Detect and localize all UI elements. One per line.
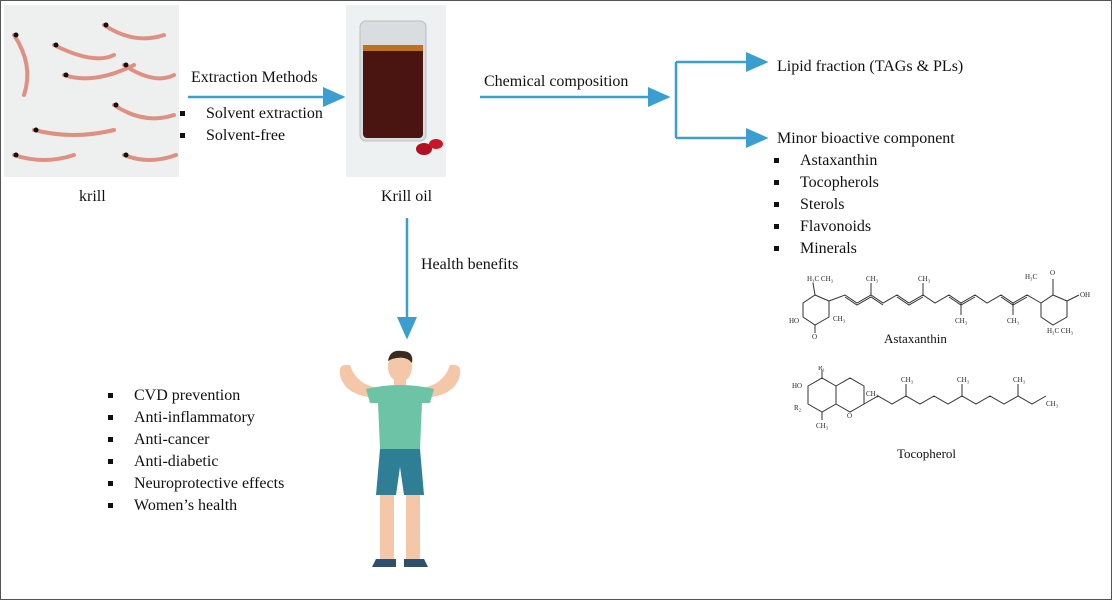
svg-text:O: O xyxy=(1050,269,1055,277)
list-item: Anti-inflammatory xyxy=(104,407,284,429)
svg-text:CH₃: CH₃ xyxy=(957,376,970,384)
svg-text:O: O xyxy=(847,412,852,420)
krill-label: krill xyxy=(79,188,106,205)
list-item: Astaxanthin xyxy=(770,150,879,172)
svg-text:CH₃: CH₃ xyxy=(901,376,914,384)
svg-text:H₃C: H₃C xyxy=(1025,273,1037,281)
list-item: Women’s health xyxy=(104,495,284,517)
health-list: CVD prevention Anti-inflammatory Anti-ca… xyxy=(104,385,284,517)
list-item: CVD prevention xyxy=(104,385,284,407)
list-item: Anti-cancer xyxy=(104,429,284,451)
krill-oil-label: Krill oil xyxy=(381,188,433,205)
svg-text:CH₃: CH₃ xyxy=(1007,317,1020,325)
health-benefits-label: Health benefits xyxy=(421,256,519,273)
list-item: Solvent-free xyxy=(176,125,323,147)
extraction-methods-label: Extraction Methods xyxy=(191,69,318,86)
astaxanthin-caption: Astaxanthin xyxy=(884,331,947,346)
krill-photo xyxy=(4,5,179,177)
tocopherol-structure: HO R₁ R₂ CH₃ O CH₃ CH₃ CH₃ CH₃ CH₃ xyxy=(792,366,1059,430)
svg-text:CH₃: CH₃ xyxy=(866,390,879,398)
healthy-man-figure xyxy=(339,350,461,567)
lipid-fraction-label: Lipid fraction (TAGs & PLs) xyxy=(777,58,964,75)
list-item: Sterols xyxy=(770,194,879,216)
svg-text:R₁: R₁ xyxy=(818,366,825,372)
svg-text:CH₃: CH₃ xyxy=(866,275,879,283)
svg-text:O: O xyxy=(812,333,817,340)
svg-text:CH₃: CH₃ xyxy=(833,315,846,323)
svg-text:R₂: R₂ xyxy=(794,404,802,412)
svg-text:H₃C CH₃: H₃C CH₃ xyxy=(1047,327,1074,335)
extraction-list: Solvent extraction Solvent-free xyxy=(176,103,323,147)
minor-list: Astaxanthin Tocopherols Sterols Flavonoi… xyxy=(770,150,879,260)
list-item: Flavonoids xyxy=(770,216,879,238)
svg-text:H₃C CH₃: H₃C CH₃ xyxy=(807,275,834,283)
svg-text:CH₃: CH₃ xyxy=(1013,376,1026,384)
list-item: Solvent extraction xyxy=(176,103,323,125)
svg-text:CH₃: CH₃ xyxy=(955,317,968,325)
list-item: Neuroprotective effects xyxy=(104,473,284,495)
minor-bioactive-label: Minor bioactive component xyxy=(777,130,955,147)
list-item: Tocopherols xyxy=(770,172,879,194)
list-item: Anti-diabetic xyxy=(104,451,284,473)
svg-text:OH: OH xyxy=(1080,291,1090,299)
svg-text:HO: HO xyxy=(792,382,802,390)
chemical-composition-label: Chemical composition xyxy=(484,73,629,90)
astaxanthin-structure: H₃C CH₃ CH₃ CH₃ CH₃ CH₃ HO CH₃ H₃C O OH … xyxy=(789,269,1090,340)
svg-text:HO: HO xyxy=(789,317,799,325)
svg-text:CH₃: CH₃ xyxy=(1046,400,1059,408)
tocopherol-caption: Tocopherol xyxy=(897,446,957,461)
svg-text:CH₃: CH₃ xyxy=(918,275,931,283)
list-item: Minerals xyxy=(770,238,879,260)
krill-oil-photo xyxy=(346,5,446,177)
svg-text:CH₃: CH₃ xyxy=(816,422,829,430)
